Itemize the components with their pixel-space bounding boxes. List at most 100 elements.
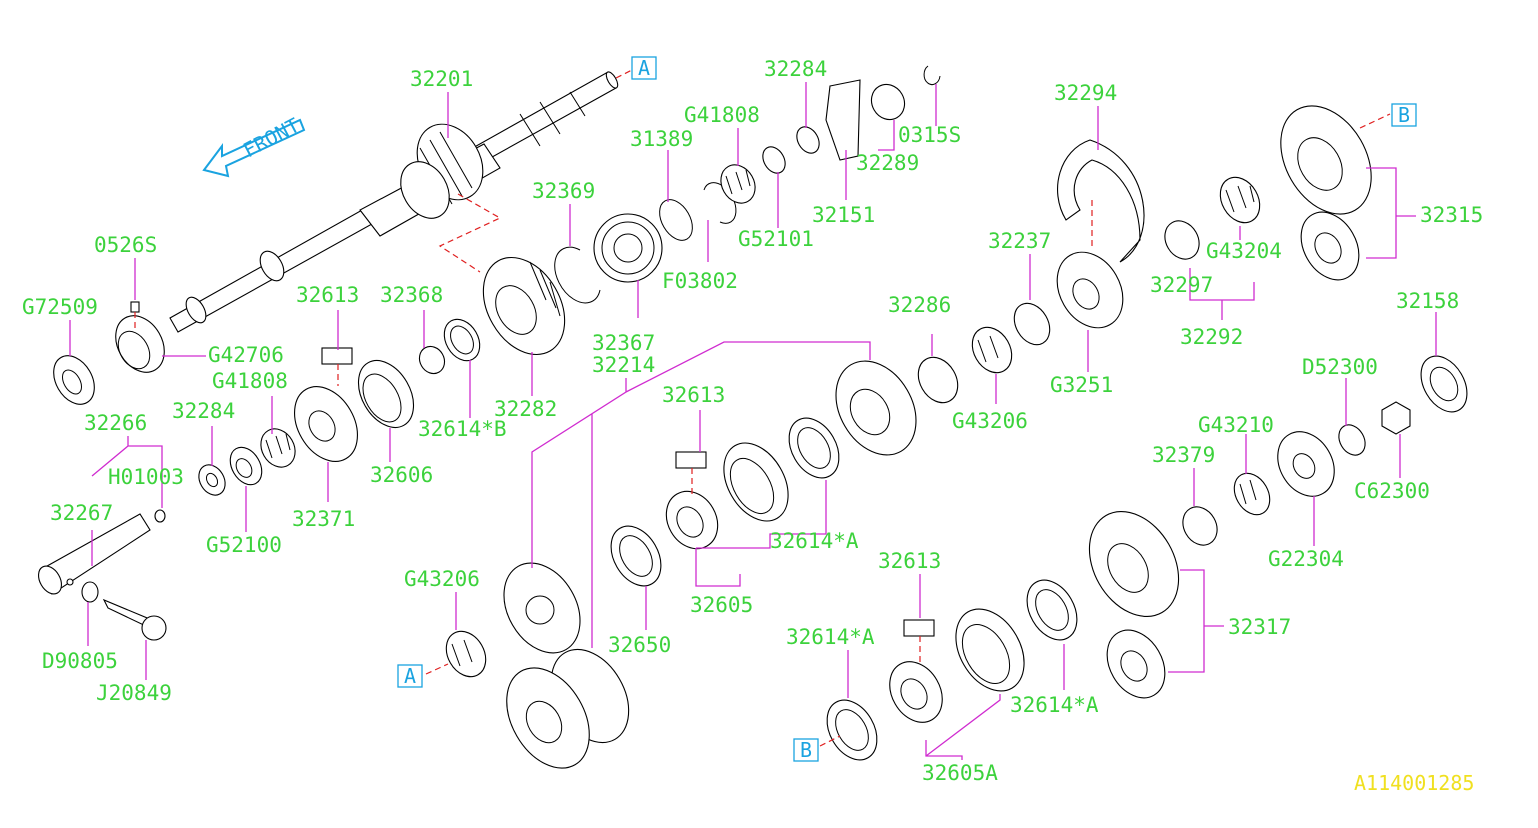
- hidden-line-shaft: [438, 193, 502, 273]
- bearing-g3251: [1056, 251, 1124, 329]
- label-32369: 32369: [532, 179, 595, 203]
- label-f03802: F03802: [662, 269, 738, 293]
- ball-0526s: [130, 301, 140, 313]
- gear-32317b: [1106, 629, 1166, 699]
- label-32266: 32266: [84, 411, 147, 435]
- label-32158: 32158: [1396, 289, 1459, 313]
- label-32368: 32368: [380, 283, 443, 307]
- gear-32371: [294, 386, 358, 462]
- ring-32614a2: [826, 699, 878, 761]
- shifter-block-a: [321, 347, 353, 365]
- label-31389: 31389: [630, 127, 693, 151]
- label-32292: 32292: [1180, 325, 1243, 349]
- label-c62300: C62300: [1354, 479, 1430, 503]
- gear-cluster-bottom: [506, 648, 630, 769]
- ref-a-top: A: [638, 56, 650, 80]
- label-g43206-mid: G43206: [952, 409, 1028, 433]
- bushing-32297: [1164, 220, 1200, 260]
- label-g43206-bottom: G43206: [404, 567, 480, 591]
- label-32614a-right: 32614*A: [1010, 693, 1099, 717]
- ref-box-a-bottom: [397, 664, 423, 688]
- bushing-32379: [1182, 506, 1218, 546]
- label-g41808-top: G41808: [684, 103, 760, 127]
- washer-32284a: [796, 126, 820, 154]
- ref-box-b-bottom: [793, 738, 819, 762]
- ring-32614a3: [1026, 579, 1078, 641]
- needle-bearing-g43206a: [971, 326, 1013, 374]
- label-g3251: G3251: [1050, 373, 1113, 397]
- label-32315: 32315: [1420, 203, 1483, 227]
- label-d90805: D90805: [42, 649, 118, 673]
- ref-b-top: B: [1398, 103, 1410, 127]
- front-arrow: FRONT: [202, 113, 306, 178]
- ring-31389: [659, 199, 693, 241]
- label-g41808-left: G41808: [212, 369, 288, 393]
- sleeve-32605: [723, 442, 789, 522]
- label-32294: 32294: [1054, 81, 1117, 105]
- part-labels: 32201 32284 32294 0315S 32289 32151 G418…: [22, 57, 1483, 785]
- label-32317: 32317: [1228, 615, 1291, 639]
- sleeve-32605a: [955, 608, 1025, 692]
- selector-shaft-32267: [37, 509, 167, 641]
- label-32613-bottom: 32613: [878, 549, 941, 573]
- label-j20849: J20849: [96, 681, 172, 705]
- label-32237: 32237: [988, 229, 1051, 253]
- bushing-32286: [917, 356, 959, 404]
- gear-32214-lower: [503, 562, 581, 654]
- ring-32614b: [443, 318, 481, 362]
- needle-bearing-g43204: [1219, 176, 1261, 224]
- label-g52101: G52101: [738, 227, 814, 251]
- ref-box-a-top: [631, 56, 657, 80]
- label-g72509: G72509: [22, 295, 98, 319]
- label-d52300: D52300: [1302, 355, 1378, 379]
- washer-d52300: [1338, 424, 1366, 456]
- label-32614b: 32614*B: [418, 417, 507, 441]
- diagram-code: A114001285: [1354, 771, 1474, 795]
- label-0526s: 0526S: [94, 233, 157, 257]
- label-32284-top: 32284: [764, 57, 827, 81]
- shifter-block-c: [903, 619, 935, 637]
- gear-32315a: [1280, 105, 1372, 215]
- leader-lines: [69, 82, 1437, 760]
- bushing-g42706: [115, 315, 165, 373]
- washer-g52100: [229, 446, 263, 486]
- gear-32214-upper: [835, 360, 917, 456]
- gear-32315b: [1300, 211, 1360, 281]
- ring-32237: [1013, 302, 1051, 346]
- nut-c62300: [1381, 401, 1411, 435]
- label-32297: 32297: [1150, 273, 1213, 297]
- shroud-32294: [1057, 139, 1145, 263]
- needle-bearing-g41808a: [720, 164, 756, 204]
- bearing-g72509: [53, 355, 95, 405]
- ref-b-bottom: B: [800, 738, 812, 762]
- ref-box-b-top: [1391, 103, 1417, 127]
- label-32282: 32282: [494, 397, 557, 421]
- needle-bearing-g43206b: [445, 630, 487, 678]
- label-32613-left: 32613: [296, 283, 359, 307]
- hub-32605: [665, 490, 719, 550]
- ring-32614a1: [788, 417, 840, 479]
- gear-32317a: [1088, 510, 1180, 618]
- label-32151: 32151: [812, 203, 875, 227]
- label-32371: 32371: [292, 507, 355, 531]
- label-32214: 32214: [592, 353, 655, 377]
- hub-32605a: [889, 661, 943, 723]
- ref-a-bottom: A: [404, 664, 416, 688]
- front-arrow-label: FRONT: [239, 113, 303, 162]
- label-g43204: G43204: [1206, 239, 1282, 263]
- label-32379: 32379: [1152, 443, 1215, 467]
- label-32289: 32289: [856, 151, 919, 175]
- synchro-32606: [357, 360, 415, 428]
- label-32605a: 32605A: [922, 761, 998, 785]
- bushing-32368: [418, 345, 446, 375]
- label-32650: 32650: [608, 633, 671, 657]
- label-32267: 32267: [50, 501, 113, 525]
- label-0315s: 0315S: [898, 123, 961, 147]
- label-32605: 32605: [690, 593, 753, 617]
- needle-bearing-g43210: [1233, 472, 1271, 516]
- label-g42706: G42706: [208, 343, 284, 367]
- label-32201: 32201: [410, 67, 473, 91]
- clip-0315s: [923, 65, 941, 86]
- label-32367: 32367: [592, 331, 655, 355]
